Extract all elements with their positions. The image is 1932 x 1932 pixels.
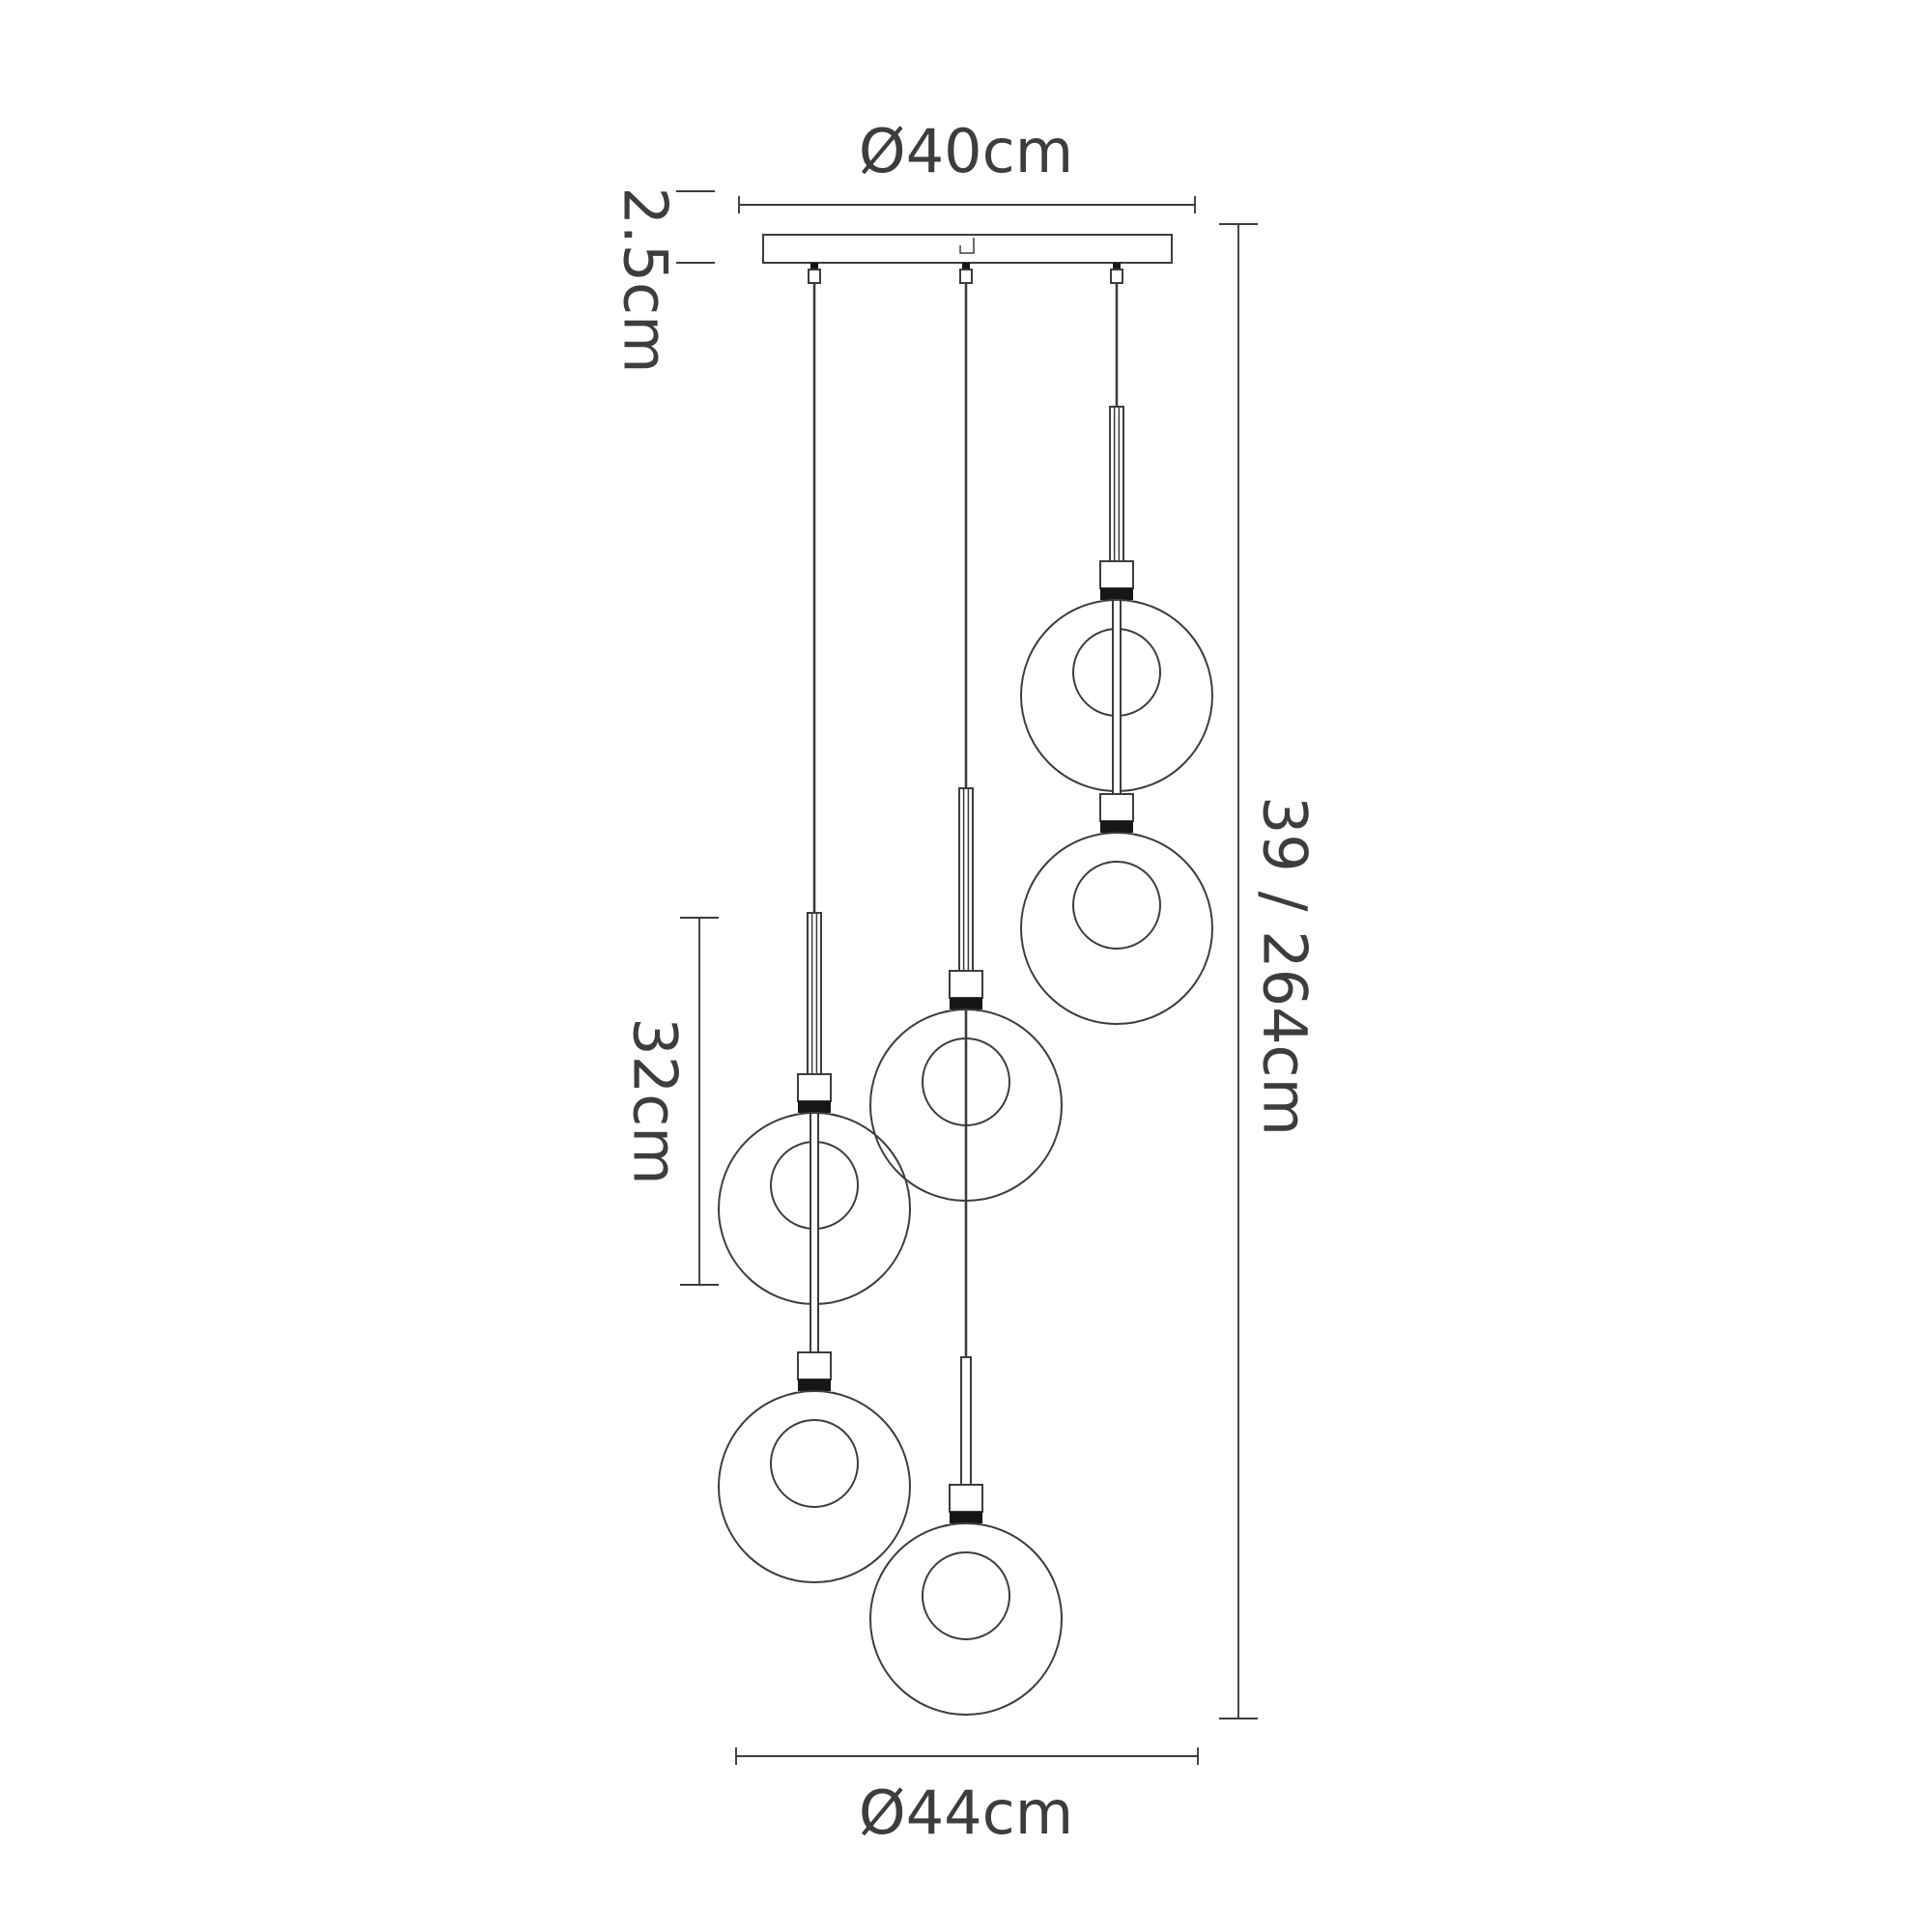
connector-nub [959,269,973,284]
glass-globe [869,1009,1063,1202]
inner-bulb [1072,861,1161,950]
cap-band [1100,821,1133,833]
reeded-rod [958,787,974,972]
inner-bulb [770,1419,859,1508]
label-canopy-depth: 2.5cm [611,186,681,373]
pendant-middle [869,283,1063,1716]
pendant-left [718,283,911,1583]
dim-canopy-depth: 2.5cm [611,186,715,374]
cap [1099,793,1134,822]
dim-shade-section: 32cm [620,917,719,1286]
cap [1099,560,1134,589]
label-bottom-diameter: Ø44cm [859,1777,1073,1848]
label-overall-drop: 39 / 264cm [1250,796,1321,1136]
inner-bulb [922,1551,1010,1640]
dim-overall-drop: 39 / 264cm [1219,223,1321,1719]
through-rod [810,1112,819,1353]
glass-globe [718,1390,911,1583]
connector-nub [808,269,821,284]
connector-nub [1110,269,1123,284]
cap-band [798,1379,831,1391]
connector-dot [1113,263,1121,270]
canopy-connectors [808,263,1123,284]
canopy [762,234,1173,264]
connector-dot [962,263,970,270]
cap [797,1351,832,1380]
inner-bulb [922,1037,1010,1126]
connector-dot [810,263,818,270]
dim-top-diameter: Ø40cm [738,116,1196,213]
glass-globe [1020,832,1213,1025]
drop-rod [960,1356,972,1486]
label-shade-section: 32cm [620,1017,691,1184]
cap-band [950,998,982,1009]
cap-band [950,1512,982,1523]
cap [949,1484,983,1513]
pendant-right [1020,283,1213,1025]
label-top-diameter: Ø40cm [859,116,1073,186]
reeded-rod [1109,406,1124,562]
ceiling-hook-icon [959,238,975,254]
glass-globe [869,1522,1063,1716]
cap [797,1073,832,1102]
cap-band [798,1101,831,1113]
dim-bottom-diameter: Ø44cm [735,1747,1199,1848]
cap [949,970,983,999]
cap-band [1100,588,1133,600]
canopy-plate [762,234,1173,264]
reeded-rod [807,912,822,1075]
through-rod [1112,599,1122,795]
